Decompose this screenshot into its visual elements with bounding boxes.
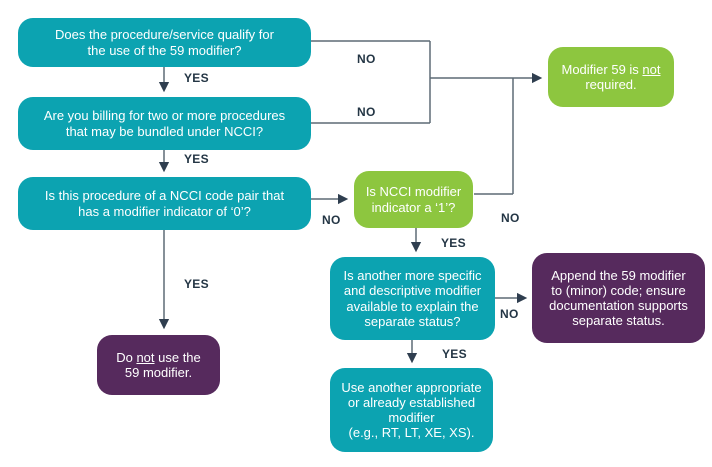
- node-text: Modifier 59 is not required.: [561, 61, 661, 92]
- label-yes-code-pair: YES: [184, 277, 209, 291]
- node-text: Is this procedure of a NCCI code pair th…: [44, 188, 285, 219]
- label-yes-indicator-1: YES: [441, 236, 466, 250]
- node-outcome-use-another-modifier: Use another appropriate or already estab…: [330, 368, 493, 452]
- node-question-indicator-1: Is NCCI modifier indicator a ‘1’?: [354, 171, 473, 228]
- node-text: Does the procedure/service qualify for t…: [55, 27, 274, 58]
- node-text: Use another appropriate or already estab…: [341, 379, 482, 441]
- node-text: Is another more specific and descriptive…: [343, 268, 482, 329]
- node-outcome-do-not-use-59: Do not use the 59 modifier.: [97, 335, 220, 395]
- node-question-code-pair-indicator-0: Is this procedure of a NCCI code pair th…: [18, 177, 311, 230]
- label-yes-qualify: YES: [184, 71, 209, 85]
- label-no-indicator-1: NO: [501, 211, 520, 225]
- label-no-billing: NO: [357, 105, 376, 119]
- label-no-qualify: NO: [357, 52, 376, 66]
- node-question-billing-bundled: Are you billing for two or more procedur…: [18, 97, 311, 150]
- node-text: Do not use the 59 modifier.: [116, 349, 201, 380]
- label-no-other-modifier: NO: [500, 307, 519, 321]
- node-text: Is NCCI modifier indicator a ‘1’?: [365, 184, 462, 215]
- label-no-code-pair: NO: [322, 213, 341, 227]
- label-yes-billing: YES: [184, 152, 209, 166]
- node-outcome-modifier-not-required: Modifier 59 is not required.: [548, 47, 674, 107]
- node-question-other-specific-modifier: Is another more specific and descriptive…: [330, 257, 495, 340]
- label-yes-other-modifier: YES: [442, 347, 467, 361]
- node-question-qualify-59: Does the procedure/service qualify for t…: [18, 18, 311, 67]
- node-text: Are you billing for two or more procedur…: [43, 108, 286, 139]
- node-outcome-append-59-modifier: Append the 59 modifier to (minor) code; …: [532, 253, 705, 343]
- node-text: Append the 59 modifier to (minor) code; …: [549, 267, 688, 329]
